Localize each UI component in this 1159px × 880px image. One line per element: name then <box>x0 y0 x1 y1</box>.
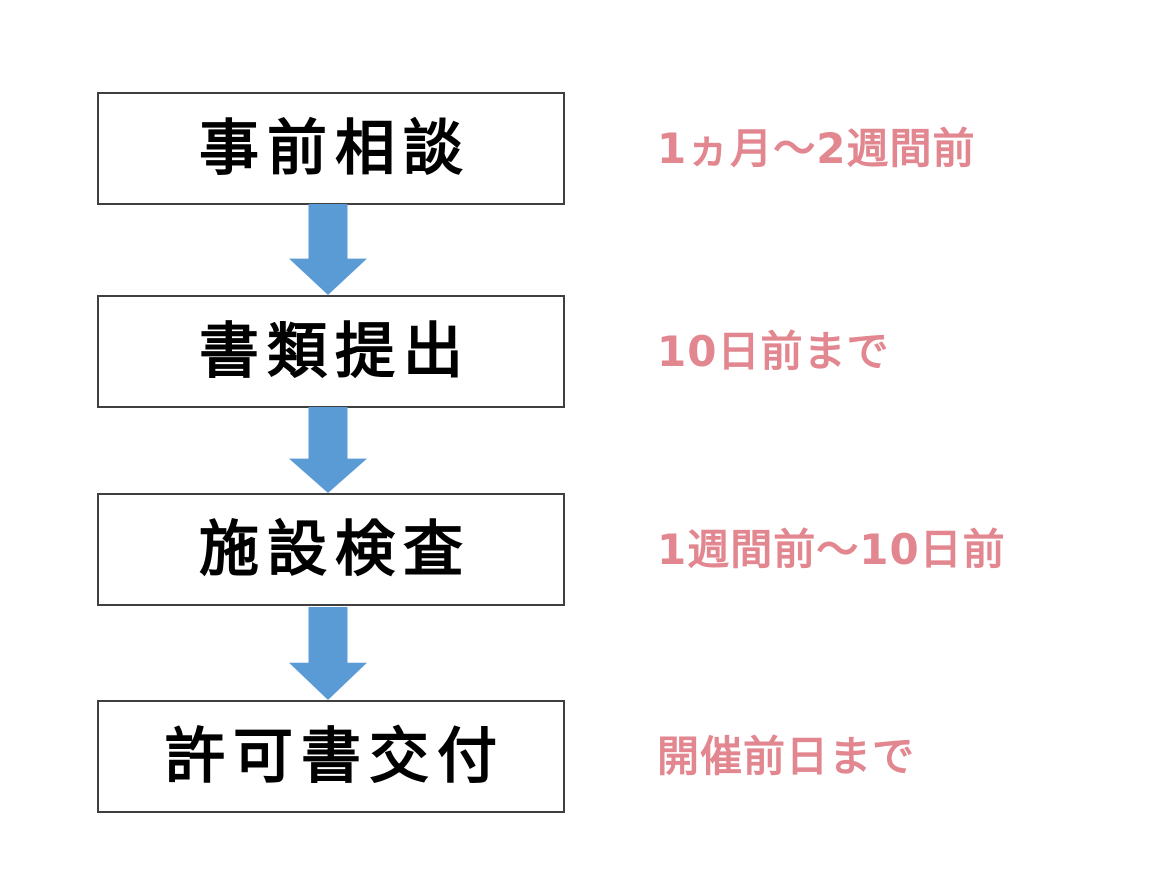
step-4-timing-annotation: 開催前日まで <box>657 731 916 781</box>
flow-box-step-3: 施設検査 <box>97 493 565 606</box>
flow-box-step-1: 事前相談 <box>97 92 565 205</box>
down-arrow-icon <box>289 204 367 295</box>
down-arrow-icon <box>289 407 367 493</box>
step-1-label: 事前相談 <box>199 113 471 184</box>
down-arrow-icon <box>289 607 367 700</box>
step-3-label: 施設検査 <box>199 514 471 585</box>
step-1-timing-annotation: 1ヵ月～2週間前 <box>657 123 976 173</box>
step-2-label: 書類提出 <box>199 316 471 387</box>
flow-box-step-2: 書類提出 <box>97 295 565 408</box>
step-3-timing-annotation: 1週間前～10日前 <box>657 524 1006 574</box>
flow-box-step-4: 許可書交付 <box>97 700 565 813</box>
step-2-timing-annotation: 10日前まで <box>657 326 890 376</box>
step-4-label: 許可書交付 <box>165 721 505 792</box>
